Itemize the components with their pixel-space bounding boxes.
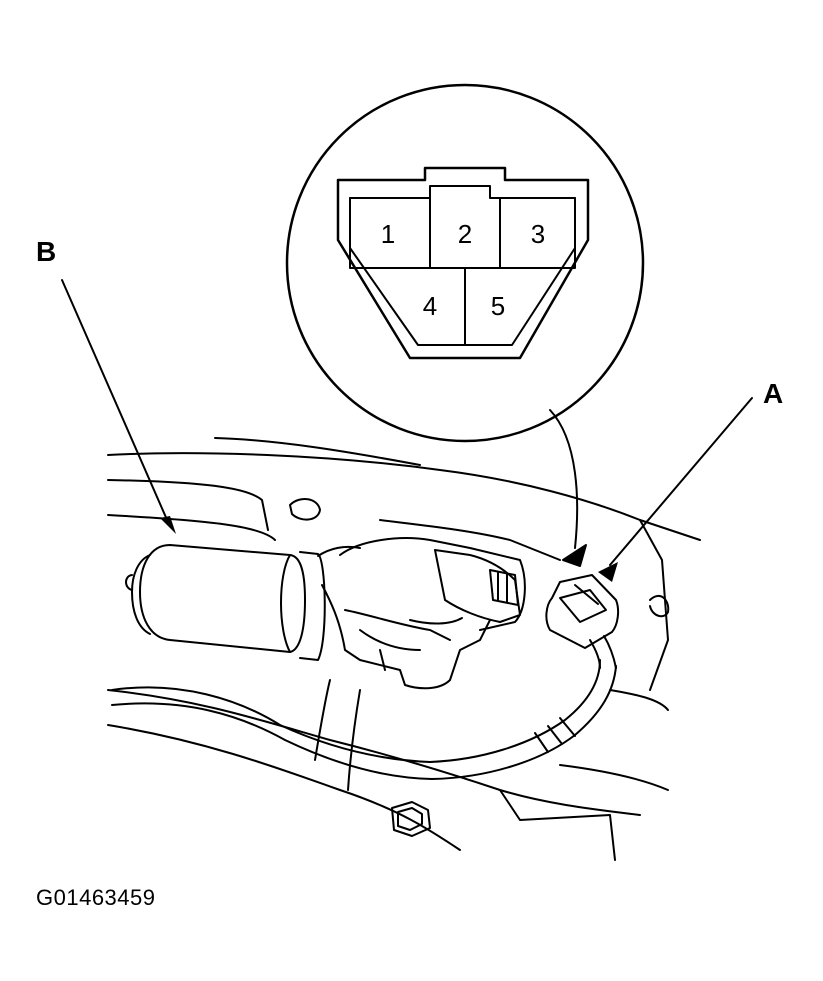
connector-pin-2: 2 — [458, 219, 472, 249]
harness-connector — [545, 574, 620, 669]
mounting-bolt — [391, 801, 431, 837]
connector-pin-3: 3 — [531, 219, 545, 249]
callout-a-label: A — [763, 378, 784, 409]
body-panel — [107, 437, 701, 861]
inset-pointer-arrowhead — [562, 544, 587, 567]
callout-b-label: B — [36, 236, 57, 267]
leader-arrowhead-b — [160, 516, 176, 534]
connector-face-inset — [285, 83, 645, 443]
leader-arrowhead-a — [598, 562, 618, 582]
figure-id: G01463459 — [36, 885, 156, 910]
inset-pointer-arrow — [549, 409, 579, 549]
connector-pin-1: 1 — [381, 219, 395, 249]
leader-line-a — [609, 397, 753, 566]
connector-pin-4: 4 — [423, 291, 437, 321]
leader-line-b — [61, 279, 169, 523]
wiring-harness — [111, 659, 617, 780]
connector-pin-5: 5 — [491, 291, 505, 321]
wiper-motor — [125, 537, 526, 791]
